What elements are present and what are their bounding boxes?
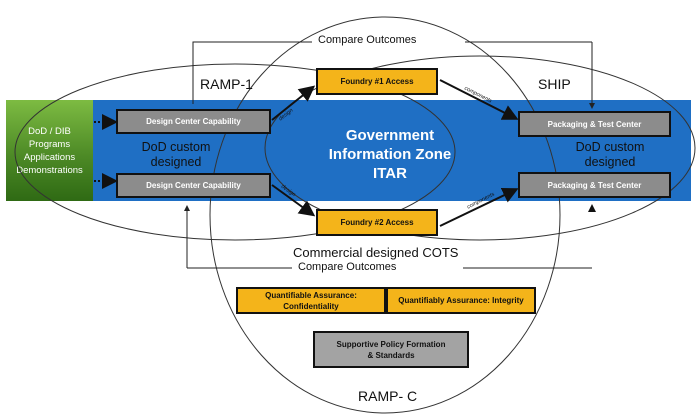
dod-custom-right: DoD custom designed — [556, 140, 664, 170]
packaging-bottom-label: Packaging & Test Center — [547, 180, 642, 190]
policy-box: Supportive Policy Formation & Standards — [313, 331, 469, 368]
design-center-bottom-box: Design Center Capability — [116, 173, 271, 198]
government-line-3: ITAR — [373, 165, 407, 182]
assurance-integrity-box: Quantifiably Assurance: Integrity — [386, 287, 536, 314]
dod-custom-left: DoD custom designed — [122, 140, 230, 170]
foundry-1-label: Foundry #1 Access — [340, 77, 414, 86]
policy-line-2: & Standards — [367, 350, 415, 360]
assurance-conf-line-2: Confidentiality — [283, 301, 339, 311]
ship-label: SHIP — [538, 76, 571, 92]
dod-line-2: Programs — [28, 138, 71, 150]
dod-programs-box: DoD / DIB Programs Applications Demonstr… — [6, 100, 93, 201]
assurance-conf-line-1: Quantifiable Assurance: — [265, 290, 357, 300]
rampc-ellipse — [209, 16, 561, 414]
ship-ellipse — [264, 55, 696, 241]
dod-custom-left-1: DoD custom — [141, 140, 211, 154]
dod-line-4: Demonstrations — [16, 164, 83, 176]
design-center-bottom-label: Design Center Capability — [146, 181, 241, 190]
foundry-2-label: Foundry #2 Access — [340, 218, 414, 227]
policy-line-1: Supportive Policy Formation — [336, 339, 446, 349]
ramp-c-label: RAMP- C — [358, 388, 418, 404]
commercial-cots-label: Commercial designed COTS — [293, 245, 459, 260]
assurance-confidentiality-box: Quantifiable Assurance: Confidentiality — [236, 287, 386, 314]
packaging-top-box: Packaging & Test Center — [518, 111, 671, 137]
design-center-top-label: Design Center Capability — [146, 117, 241, 126]
compare-outcomes-bottom: Compare Outcomes — [298, 261, 397, 273]
dod-line-1: DoD / DIB — [28, 125, 71, 137]
dod-custom-left-2: designed — [150, 155, 202, 169]
packaging-top-label: Packaging & Test Center — [547, 119, 642, 129]
dod-custom-right-2: designed — [584, 155, 636, 169]
government-line-2: Information Zone — [328, 146, 452, 163]
foundry-1-box: Foundry #1 Access — [316, 68, 438, 95]
design-center-top-box: Design Center Capability — [116, 109, 271, 134]
ramp1-ellipse — [14, 63, 456, 241]
ramp-1-label: RAMP-1 — [200, 76, 253, 92]
government-zone-label: Government Information Zone ITAR — [300, 126, 480, 183]
dod-custom-right-1: DoD custom — [575, 140, 645, 154]
government-line-1: Government — [345, 127, 435, 144]
dod-line-3: Applications — [23, 151, 76, 163]
compare-top-line — [192, 41, 312, 104]
assurance-integrity-label: Quantifiably Assurance: Integrity — [398, 296, 524, 305]
packaging-bottom-box: Packaging & Test Center — [518, 172, 671, 198]
foundry-2-box: Foundry #2 Access — [316, 209, 438, 236]
compare-outcomes-top: Compare Outcomes — [318, 34, 417, 46]
